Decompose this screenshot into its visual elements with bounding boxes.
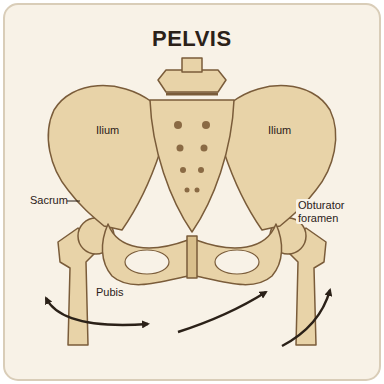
bone-label: Ilium (268, 124, 291, 137)
bone-label: Ilium (96, 124, 119, 137)
bone-label: Sacrum (30, 194, 68, 207)
bone-label: Pubis (96, 286, 124, 299)
title: PELVIS (152, 26, 232, 52)
bone-label: Obturator foramen (296, 199, 356, 224)
